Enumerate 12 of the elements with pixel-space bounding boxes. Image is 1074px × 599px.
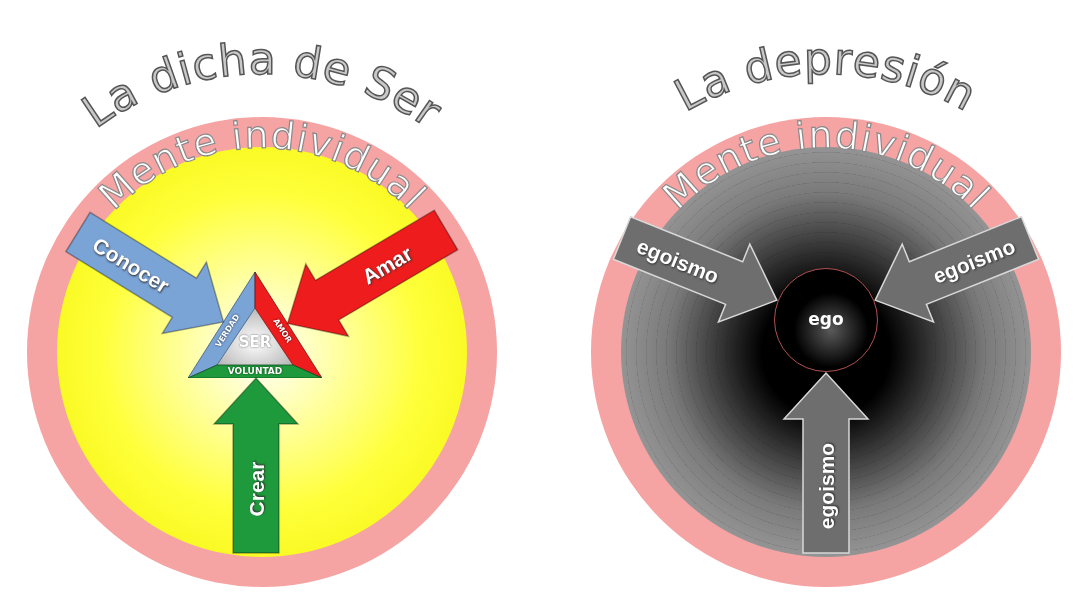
block-arrow xyxy=(286,209,459,338)
block-arrow xyxy=(782,371,870,554)
block-arrow xyxy=(64,211,225,335)
edge-label: egoismo xyxy=(815,442,837,530)
title: La depresión xyxy=(666,32,986,121)
block-arrow xyxy=(874,215,1040,324)
block-arrow xyxy=(212,376,300,554)
center-label: ego xyxy=(808,308,844,332)
center-label: SER xyxy=(238,332,272,353)
edge-label: Crear xyxy=(245,461,267,516)
block-arrow xyxy=(612,215,778,324)
side-label: VOLUNTAD xyxy=(227,366,283,376)
